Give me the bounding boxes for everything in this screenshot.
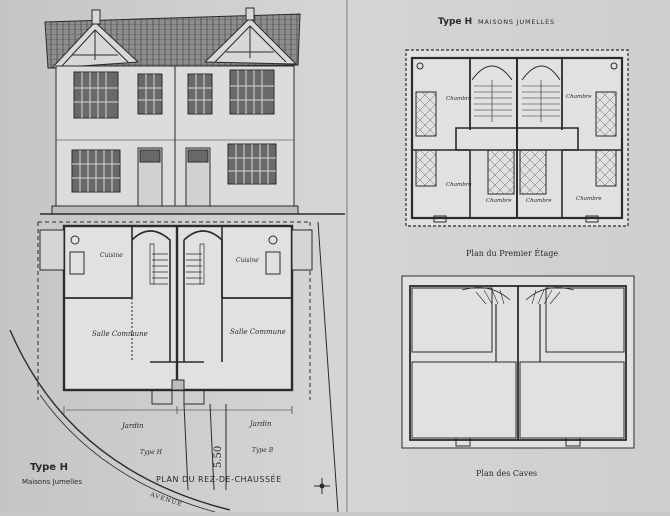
cellar-plan	[401, 275, 635, 449]
label-chambre-1: Chambre	[446, 96, 472, 102]
label-chambre-6: Chambre	[576, 196, 602, 202]
label-chambre-2: Chambre	[566, 94, 592, 100]
first-floor-plan-title: Plan du Premier Étage	[466, 249, 558, 258]
label-lot-width: 5.50	[213, 446, 224, 468]
label-type-b-ground: Type B	[252, 447, 274, 454]
label-jardin-left: Jardin	[120, 422, 144, 430]
left-title-subtitle: Maisons Jumelles	[22, 478, 82, 486]
upper-windows	[73, 69, 275, 119]
right-title-type: Type H	[438, 17, 472, 27]
right-title-subtitle: MAISONS JUMELLES	[478, 18, 555, 26]
first-floor-plan	[405, 49, 629, 227]
label-jardin-right: Jardin	[248, 420, 272, 428]
label-salle-commune-right: Salle Commune	[230, 328, 286, 336]
label-chambre-4: Chambre	[486, 198, 512, 204]
label-cuisine-left: Cuisine	[100, 252, 123, 259]
cellar-plan-title: Plan des Caves	[476, 469, 537, 478]
label-chambre-5: Chambre	[526, 198, 552, 204]
label-cuisine-right: Cuisine	[236, 257, 259, 264]
facade-elevation	[40, 7, 345, 215]
left-title-type: Type H	[30, 462, 68, 473]
ground-floor-plan	[9, 221, 339, 513]
lower-windows-and-doors	[71, 143, 277, 209]
label-salle-commune-left: Salle Commune	[92, 330, 148, 338]
ground-floor-plan-title: PLAN DU REZ-DE-CHAUSSÉE	[156, 473, 282, 484]
label-type-h-ground: Type H	[140, 449, 163, 456]
label-chambre-3: Chambre	[446, 182, 472, 188]
